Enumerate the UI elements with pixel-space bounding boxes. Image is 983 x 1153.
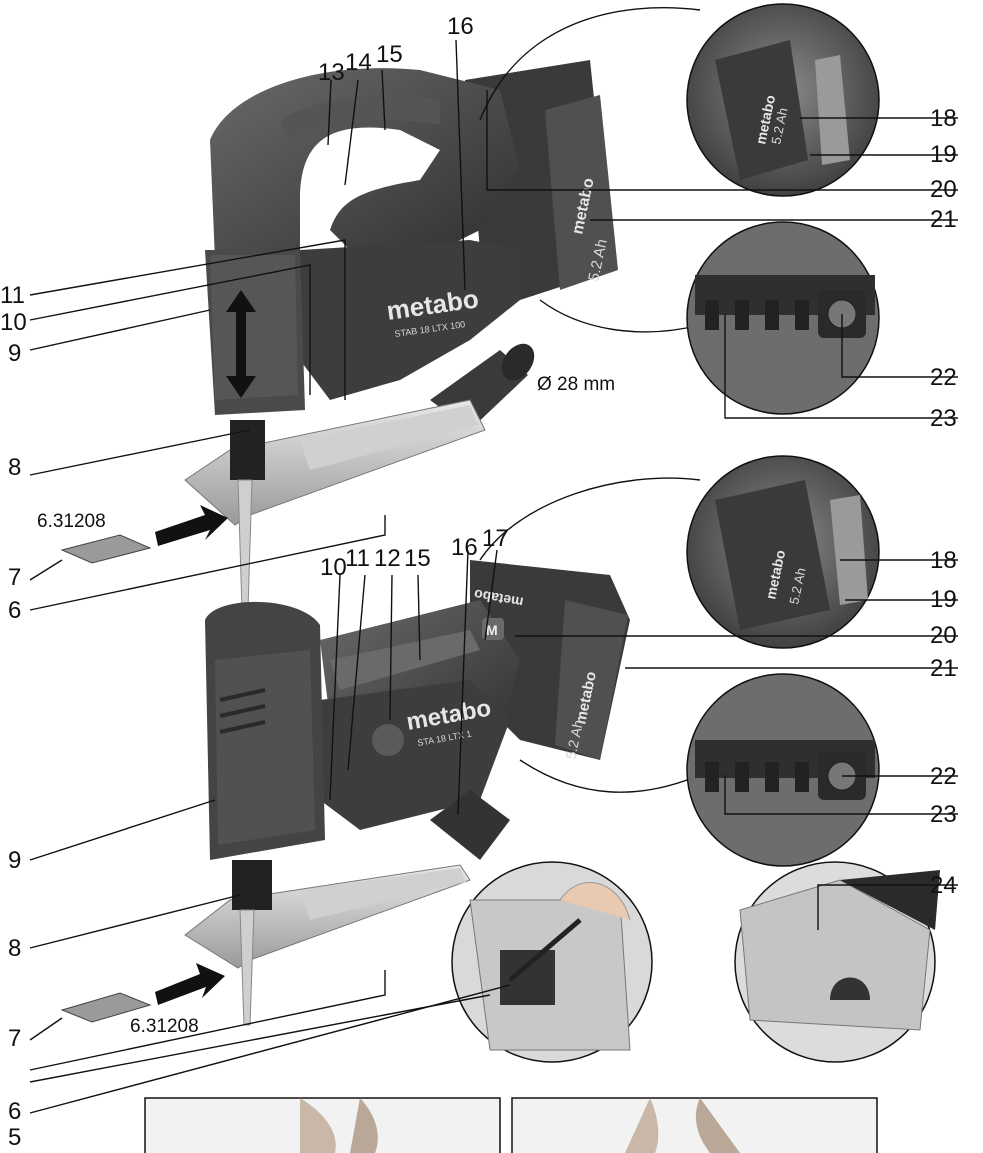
speed-wheel-bottom: [372, 724, 404, 756]
dust-port-bottom: [430, 790, 510, 860]
blade-top: [237, 479, 253, 611]
leader-lines: [29, 39, 958, 1114]
insert-partnumber-bottom: 6.31208: [130, 1016, 199, 1037]
detail-charge-indicator-top: [686, 221, 880, 415]
label-22: 22: [930, 364, 957, 391]
label-19: 19: [930, 141, 957, 168]
label-14: 14: [345, 49, 372, 76]
jigsaw-bottom: metabo 5.2 Ah metabo M metabo STA 18 LTX…: [60, 560, 630, 1026]
dust-port-size: Ø 28 mm: [537, 374, 615, 395]
insert-partnumber-top: 6.31208: [37, 511, 106, 532]
blade-bottom: [239, 909, 255, 1026]
detail-circles: metabo 5.2 Ah metabo 5.2 Ah: [451, 3, 940, 1063]
label-17: 17: [482, 525, 509, 552]
panel-right: [511, 1097, 878, 1153]
part-numbers: 13 14 15 16 18 19 20 21 11 10 9 Ø 28 mm …: [0, 13, 957, 1151]
label-18: 18: [930, 105, 957, 132]
label-5: 5: [8, 1124, 21, 1151]
label-9b: 9: [8, 847, 21, 874]
label-23: 23: [930, 405, 957, 432]
label-15b: 15: [404, 545, 431, 572]
label-21: 21: [930, 206, 957, 233]
label-21b: 21: [930, 655, 957, 682]
label-13: 13: [318, 59, 345, 86]
jigsaw-top: metabo 5.2 Ah metabo metabo STAB 18 LTX …: [60, 60, 618, 611]
label-7: 7: [8, 564, 21, 591]
label-18b: 18: [930, 547, 957, 574]
label-24: 24: [930, 872, 957, 899]
anti-splinter-insert-bottom: [60, 992, 152, 1023]
insert-arrow-top: [155, 505, 228, 546]
label-10b: 10: [320, 554, 347, 581]
svg-text:5.2 Ah: 5.2 Ah: [768, 106, 790, 145]
badge-bottom: M: [486, 622, 498, 638]
label-7b: 7: [8, 1025, 21, 1052]
label-20b: 20: [930, 622, 957, 649]
bottom-panels: [144, 1097, 878, 1153]
label-22b: 22: [930, 763, 957, 790]
insert-arrow-bottom: [155, 963, 225, 1005]
label-19b: 19: [930, 586, 957, 613]
label-15: 15: [376, 41, 403, 68]
stroke-arrow-top: [226, 290, 256, 398]
label-10: 10: [0, 309, 27, 336]
label-16b: 16: [451, 534, 478, 561]
label-16: 16: [447, 13, 474, 40]
label-20: 20: [930, 176, 957, 203]
label-11: 11: [0, 282, 25, 309]
label-8: 8: [8, 454, 21, 481]
svg-text:5.2 Ah: 5.2 Ah: [786, 566, 808, 605]
label-6b: 6: [8, 1098, 21, 1125]
label-11b: 11: [345, 545, 370, 572]
motor-housing-bottom: [320, 680, 510, 830]
label-9: 9: [8, 340, 21, 367]
label-8b: 8: [8, 935, 21, 962]
label-12: 12: [374, 545, 401, 572]
anti-splinter-insert-top: [60, 534, 152, 564]
label-23b: 23: [930, 801, 957, 828]
label-6: 6: [8, 597, 21, 624]
